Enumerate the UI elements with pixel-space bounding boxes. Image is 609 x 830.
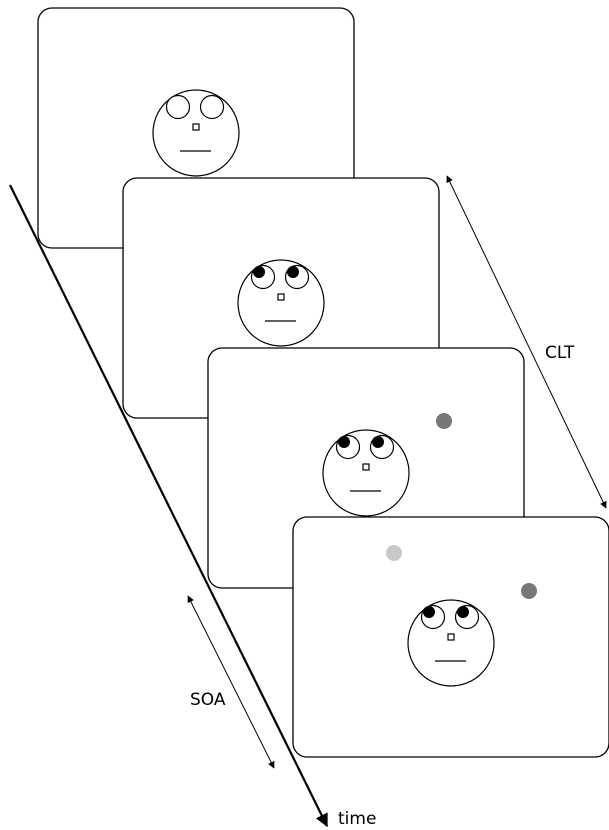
face-icon: [152, 89, 240, 177]
right-eye: [199, 94, 225, 120]
nose-fixation-square: [362, 463, 370, 471]
time-label: time: [338, 809, 376, 829]
nose-fixation-square: [277, 293, 285, 301]
soa-label: SOA: [190, 690, 226, 710]
target-dot-dark: [436, 413, 452, 429]
face-icon: [322, 429, 410, 517]
face-icon: [237, 259, 325, 347]
left-pupil: [338, 436, 350, 448]
target-dot-light: [386, 545, 402, 561]
soa-interval-arrow: [187, 595, 275, 769]
left-pupil: [253, 266, 265, 278]
left-pupil: [423, 606, 435, 618]
clt-interval-arrow: [446, 175, 607, 509]
face-icon: [407, 599, 495, 687]
right-pupil: [457, 606, 469, 618]
face-outline: [152, 89, 240, 177]
target-dot-dark: [521, 583, 537, 599]
frame-4-second-target: [292, 516, 609, 758]
nose-fixation-square: [192, 123, 200, 131]
right-pupil: [372, 436, 384, 448]
face-outline: [322, 429, 410, 517]
clt-label: CLT: [545, 343, 575, 363]
nose-fixation-square: [447, 633, 455, 641]
face-outline: [407, 599, 495, 687]
screen-frame: [292, 516, 609, 758]
face-outline: [237, 259, 325, 347]
left-eye: [165, 94, 191, 120]
right-pupil: [287, 266, 299, 278]
